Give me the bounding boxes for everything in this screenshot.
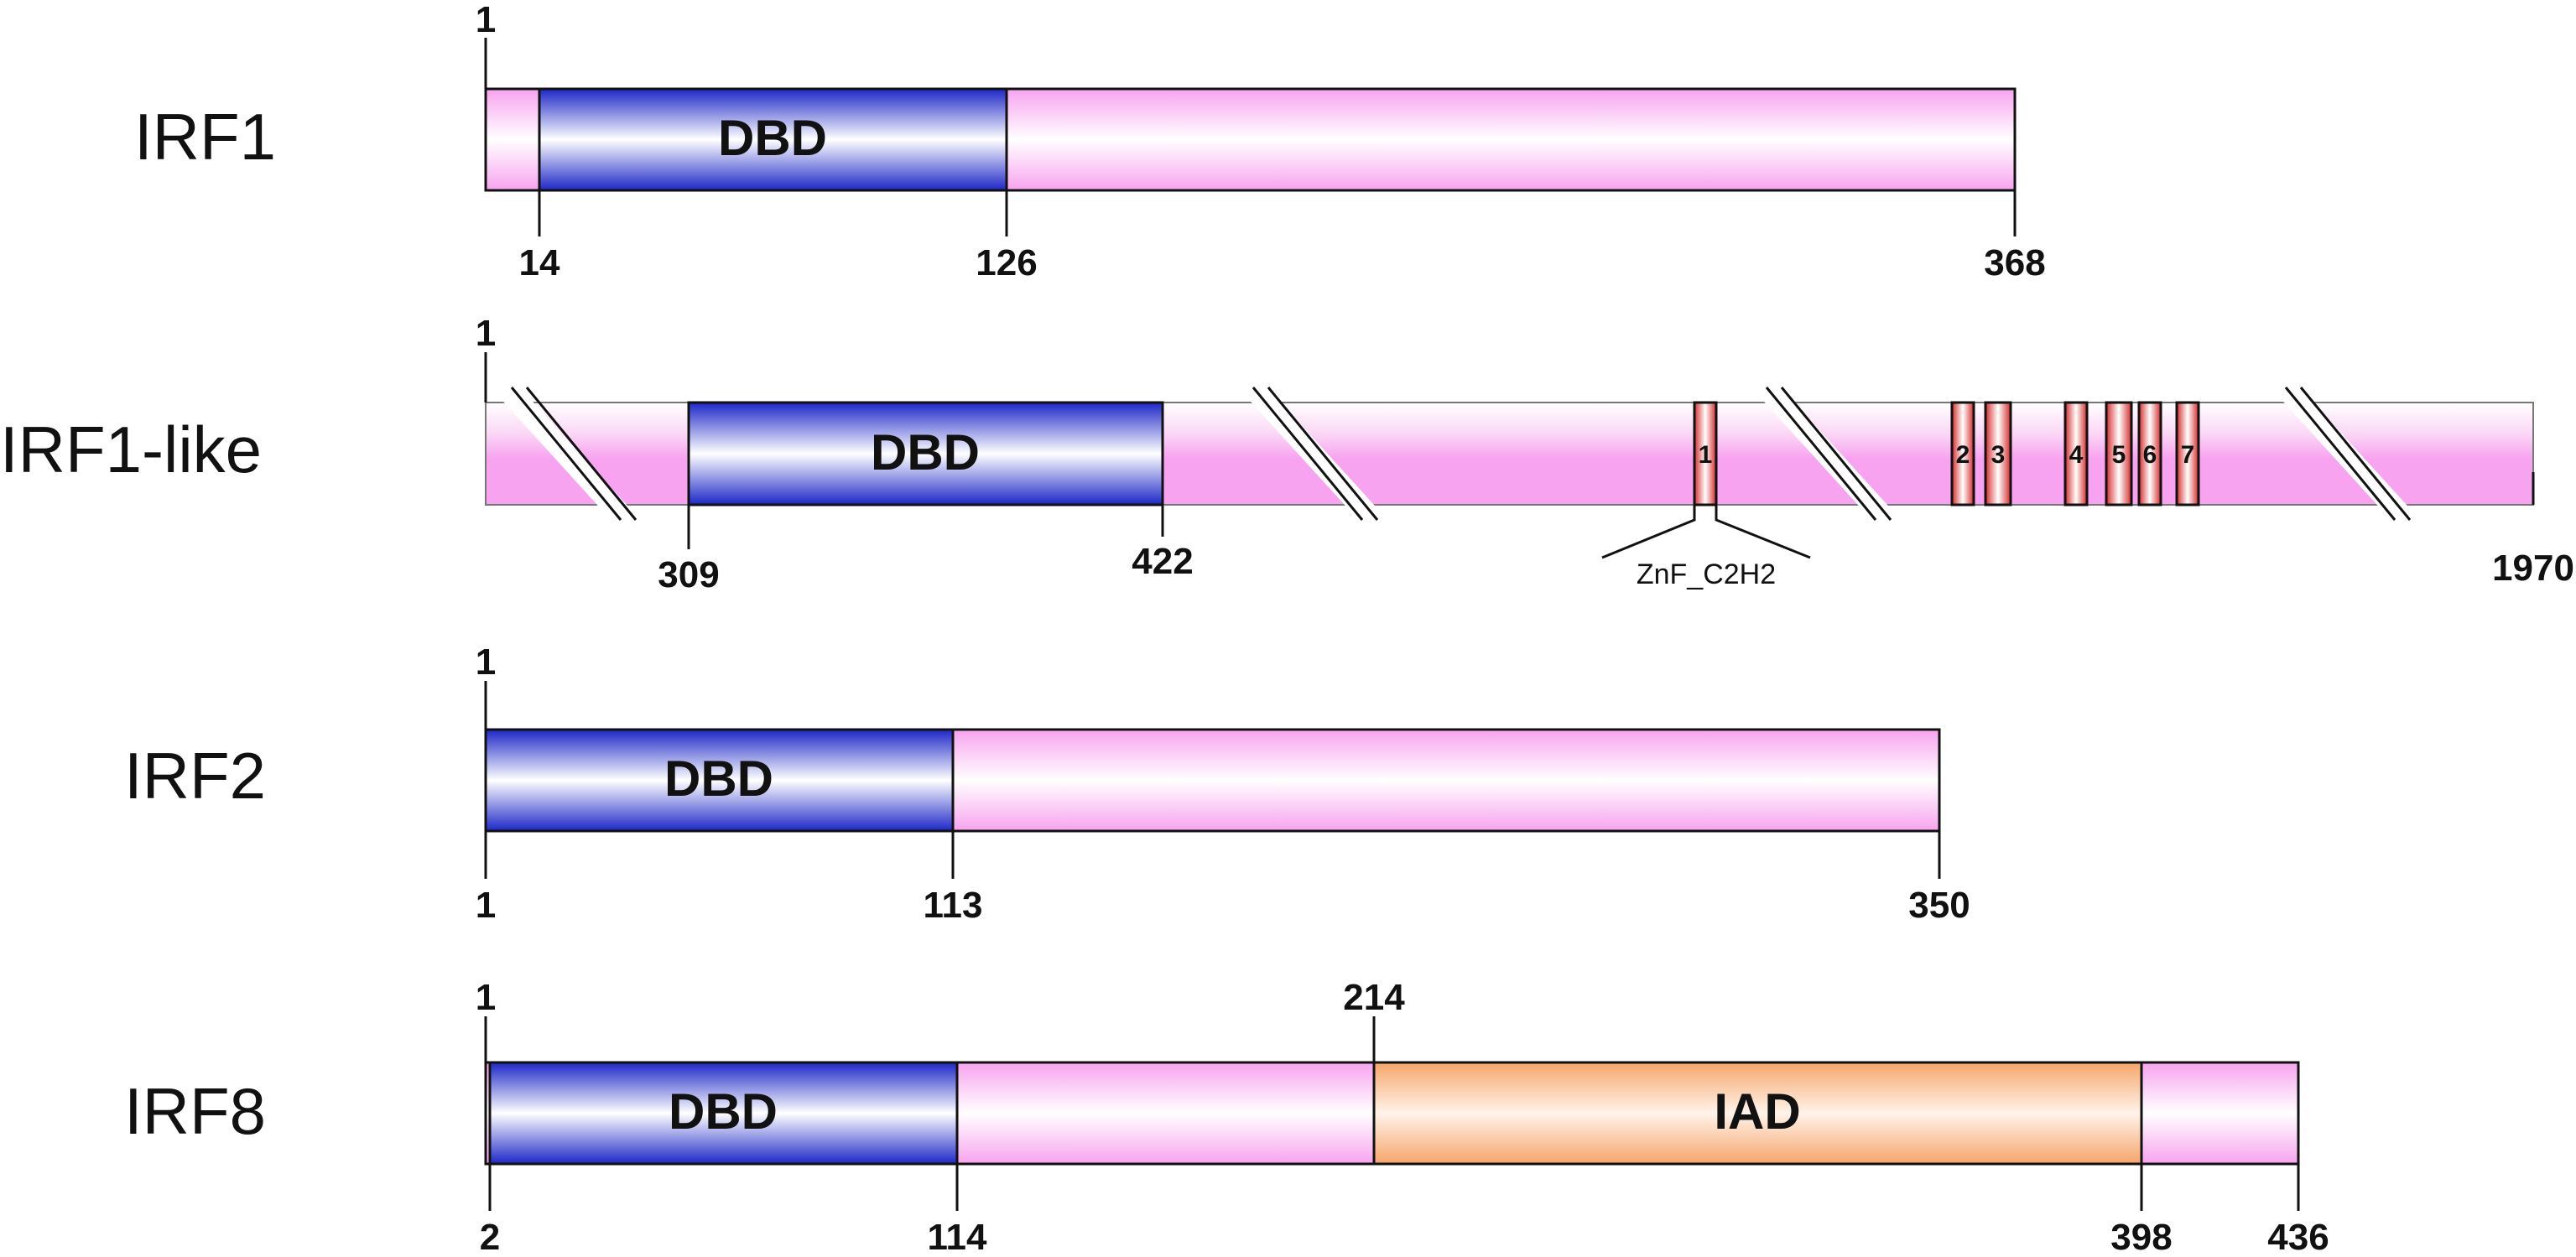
- position-label: 114: [928, 1217, 988, 1257]
- zinc-finger: 7: [2175, 401, 2200, 506]
- position-label: 309: [658, 554, 719, 595]
- zinc-finger: 1: [1693, 401, 1718, 506]
- position-label: 1: [476, 0, 496, 40]
- protein-row-irf8: IRF8 DBD IAD 1 214 2 114 398 436: [124, 977, 2329, 1257]
- position-label: 1970: [2492, 548, 2574, 589]
- domain-label: DBD: [871, 424, 980, 480]
- dbd-domain: [488, 1061, 959, 1166]
- protein-name: IRF2: [124, 739, 266, 813]
- position-label: 368: [1984, 242, 2045, 283]
- position-label: 1: [476, 313, 496, 354]
- sequence-break-mark: [1759, 382, 1893, 526]
- sequence-break-mark: [2278, 382, 2412, 526]
- sequence-break-mark: [1246, 382, 1380, 526]
- position-label: 422: [1132, 541, 1193, 582]
- position-label: 214: [1343, 977, 1405, 1018]
- sequence-break-mark: [498, 382, 637, 526]
- protein-row-irf1: IRF1 DBD 1 14 126 368: [134, 0, 2046, 283]
- znf-bracket: [1601, 505, 1811, 559]
- position-label: 436: [2267, 1217, 2329, 1257]
- position-label: 1: [476, 641, 496, 683]
- protein-row-irf2: IRF2 DBD 1 1 113 350: [124, 641, 1970, 926]
- zinc-finger-number: 4: [2069, 441, 2084, 469]
- domain-label: DBD: [664, 751, 773, 807]
- domain-label: IAD: [1714, 1083, 1800, 1140]
- zinc-finger: 2: [1950, 401, 1975, 506]
- zinc-finger: 5: [2105, 401, 2133, 506]
- domain-label: DBD: [718, 110, 827, 166]
- position-label: 113: [924, 885, 983, 926]
- dbd-domain: [687, 401, 1164, 506]
- position-label: 14: [519, 242, 560, 283]
- zinc-finger-number: 6: [2143, 441, 2157, 469]
- domain-label: DBD: [669, 1083, 778, 1140]
- zinc-finger-number: 3: [1991, 441, 2006, 469]
- protein-name: IRF1: [134, 100, 276, 174]
- position-label: 2: [480, 1217, 500, 1257]
- position-label: 398: [2110, 1217, 2172, 1257]
- protein-name: IRF8: [124, 1074, 266, 1148]
- position-label: 1: [476, 885, 496, 926]
- zinc-finger: 4: [2063, 401, 2089, 506]
- protein-name: IRF1-like: [0, 413, 262, 486]
- dbd-domain: [484, 728, 955, 833]
- znf-label: ZnF_C2H2: [1637, 558, 1776, 590]
- position-label: 1: [476, 977, 496, 1018]
- protein-row-irf1-like: IRF1-like DBD: [0, 313, 2574, 595]
- zinc-finger: 3: [1984, 401, 2012, 506]
- iad-domain: [1372, 1061, 2143, 1166]
- position-label: 350: [1908, 885, 1970, 926]
- zinc-finger: 6: [2137, 401, 2162, 506]
- zinc-finger-number: 1: [1699, 441, 1713, 469]
- position-label: 126: [976, 242, 1037, 283]
- zinc-finger-number: 5: [2112, 441, 2126, 469]
- zinc-finger-number: 7: [2181, 441, 2195, 469]
- zinc-finger-number: 2: [1956, 441, 1970, 469]
- dbd-domain: [538, 87, 1008, 192]
